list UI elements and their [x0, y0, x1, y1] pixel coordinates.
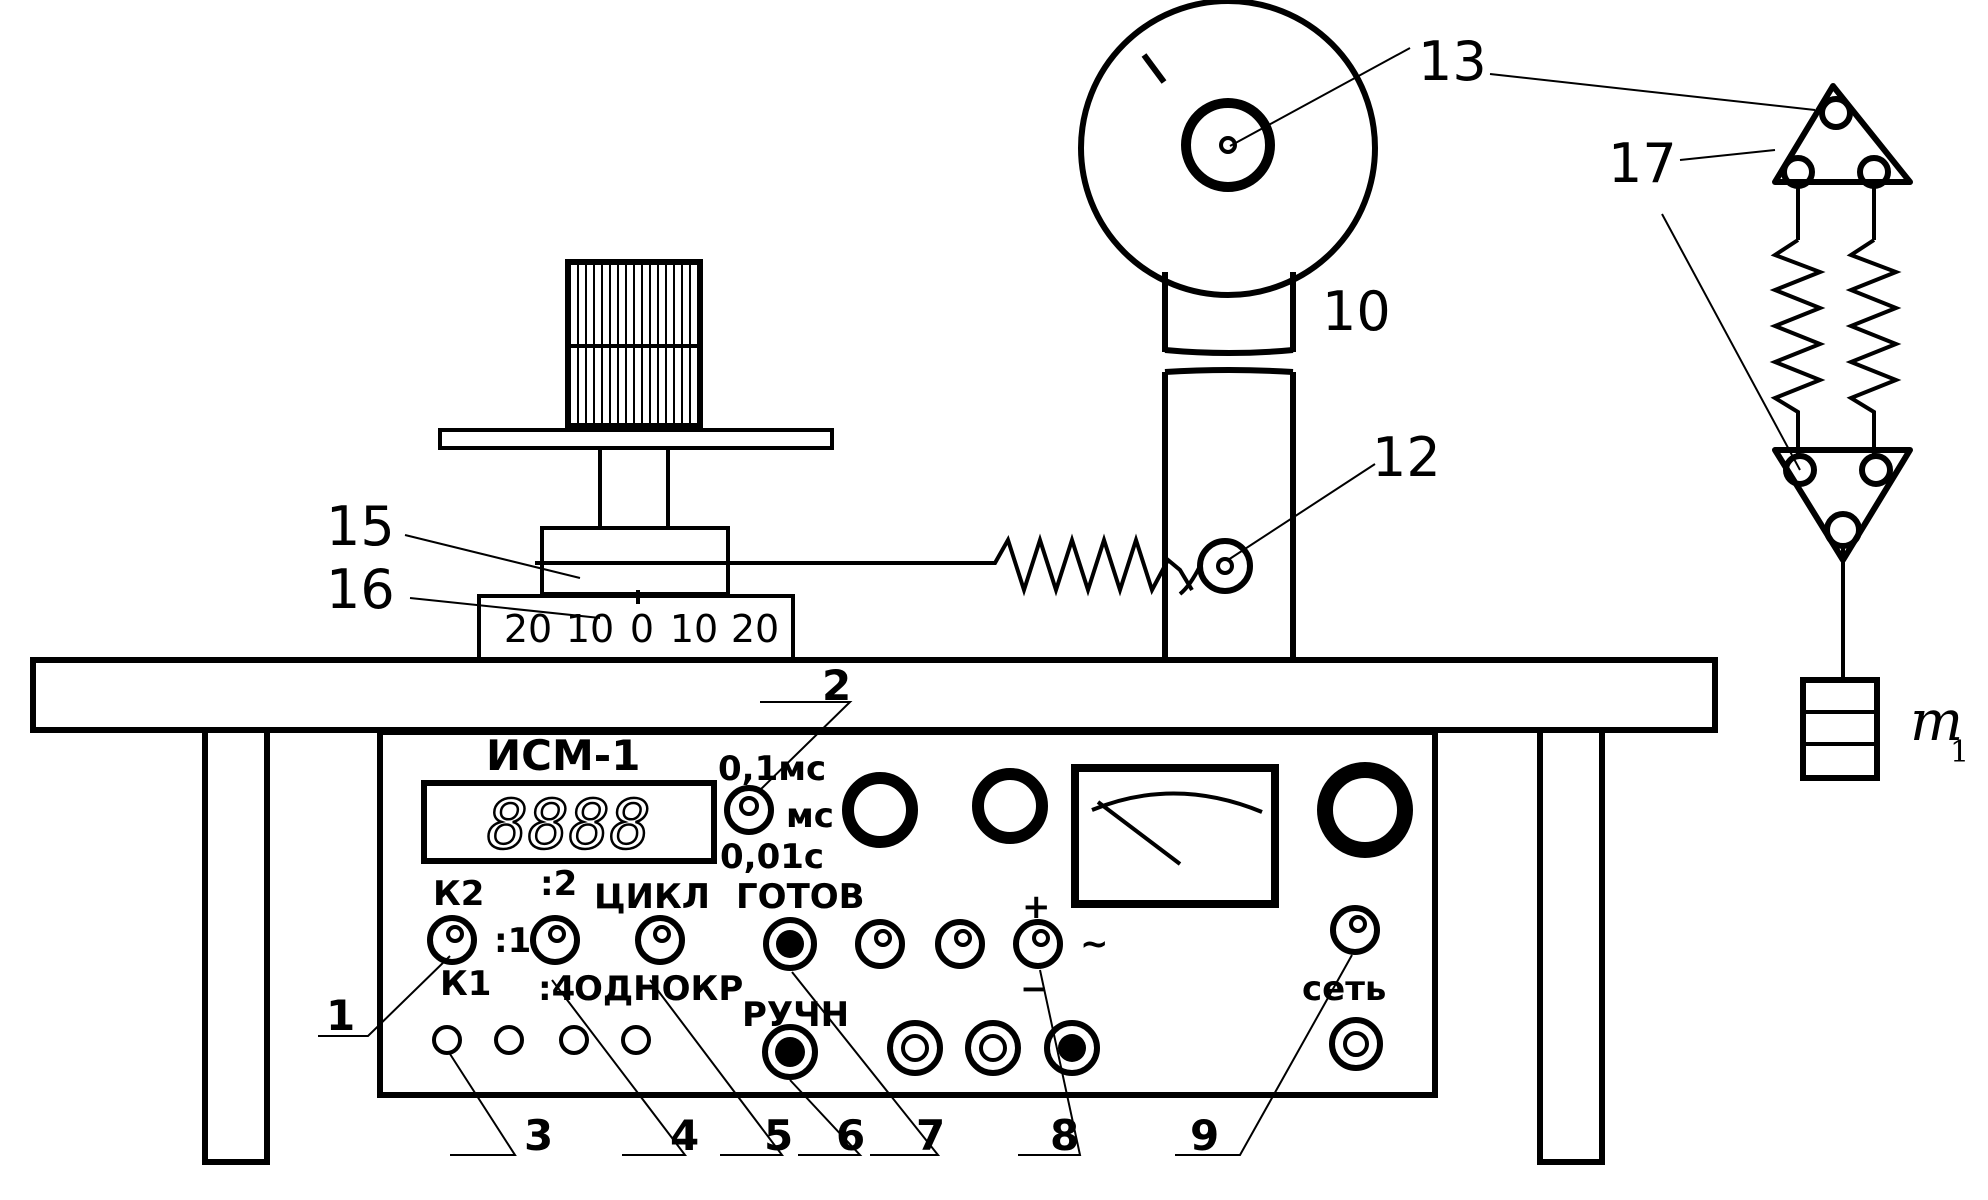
label-mains: сеть	[1302, 969, 1386, 1009]
column-with-wheel	[1078, 0, 1378, 660]
socket-d[interactable]	[965, 1020, 1021, 1076]
scale-tick-10-left: 10	[566, 607, 614, 651]
instrument-panel: ИСМ-1 8888 0,1мс мс 0,01с К2 :2 ЦИКЛ ГОТ…	[377, 729, 1438, 1098]
callout-10: 10	[1322, 280, 1391, 343]
callout-2: 2	[822, 661, 851, 710]
jack-3[interactable]	[559, 1025, 589, 1055]
label-0-1ms: 0,1мс	[718, 749, 826, 789]
ready-indicator[interactable]	[763, 917, 817, 971]
scale-tick-20-right: 20	[731, 607, 779, 651]
mains-switch-bottom[interactable]	[1329, 1017, 1383, 1071]
callout-8: 8	[1050, 1111, 1079, 1160]
label-ms: мс	[786, 796, 834, 836]
socket-c[interactable]	[887, 1020, 943, 1076]
table	[30, 657, 1718, 1165]
mass-subscript: 1	[1950, 735, 1969, 770]
callout-5: 5	[764, 1111, 793, 1160]
switch-divider[interactable]	[530, 915, 580, 965]
manual-button[interactable]	[762, 1024, 818, 1080]
mains-switch-top[interactable]	[1330, 905, 1380, 955]
label-k2: К2	[433, 874, 484, 914]
power-knob[interactable]	[1317, 762, 1413, 858]
callout-1: 1	[326, 991, 355, 1040]
time-unit-switch[interactable]	[724, 785, 774, 835]
socket-e[interactable]	[1044, 1020, 1100, 1076]
callout-12: 12	[1372, 426, 1441, 489]
callout-6: 6	[836, 1111, 865, 1160]
jack-4[interactable]	[621, 1025, 651, 1055]
knob-left[interactable]	[842, 772, 918, 848]
label-ac: ~	[1080, 924, 1109, 964]
knob-middle[interactable]	[972, 768, 1048, 844]
device-title: ИСМ-1	[486, 731, 640, 780]
label-k1: К1	[440, 964, 491, 1004]
digital-display: 8888	[421, 780, 717, 866]
rotating-spool-stand	[438, 259, 895, 662]
callout-16: 16	[326, 558, 395, 621]
switch-cycle-single[interactable]	[635, 915, 685, 965]
label-cycle: ЦИКЛ	[594, 877, 710, 917]
socket-b[interactable]	[935, 919, 985, 969]
label-ready: ГОТОВ	[736, 877, 865, 917]
socket-a[interactable]	[855, 919, 905, 969]
spring-suspension	[1769, 83, 1913, 781]
mass-symbol: m	[1910, 689, 1963, 754]
callout-17: 17	[1608, 132, 1677, 195]
meter-needle	[1096, 800, 1182, 866]
label-single: ОДНОКР	[574, 969, 743, 1009]
callout-9: 9	[1190, 1111, 1219, 1160]
socket-plus[interactable]	[1013, 919, 1063, 969]
jack-1[interactable]	[432, 1025, 462, 1055]
scale-tick-20-left: 20	[504, 607, 552, 651]
callout-4: 4	[670, 1111, 699, 1160]
analog-meter	[1071, 764, 1279, 908]
callout-3: 3	[524, 1111, 553, 1160]
callout-7: 7	[916, 1111, 945, 1160]
label-0-01s: 0,01с	[720, 837, 824, 877]
horizontal-spring	[895, 533, 1194, 597]
scale-tick-10-right: 10	[670, 607, 718, 651]
jack-2[interactable]	[494, 1025, 524, 1055]
label-div1: :1	[494, 921, 531, 961]
callout-15: 15	[326, 495, 395, 558]
switch-k[interactable]	[427, 915, 477, 965]
scale-labels: 20 10 0 10 20	[504, 607, 779, 651]
label-div2: :2	[540, 864, 577, 904]
display-digits: 8888	[487, 786, 651, 865]
callout-13: 13	[1418, 30, 1487, 93]
leader-lines	[318, 47, 1816, 1156]
scale-tick-0: 0	[630, 607, 654, 651]
